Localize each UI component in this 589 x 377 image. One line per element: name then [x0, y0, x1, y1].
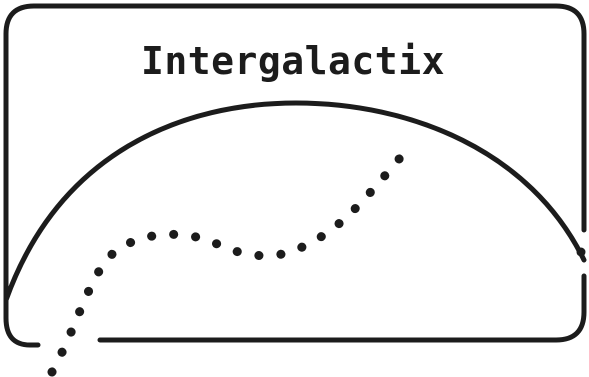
- dotted-trajectory-icon: [47, 147, 410, 377]
- logo-title: Intergalactix: [141, 39, 445, 83]
- rounded-frame-icon: [3, 3, 587, 348]
- dome-arc-icon: [3, 100, 587, 303]
- edge-dot-icon: [576, 247, 586, 257]
